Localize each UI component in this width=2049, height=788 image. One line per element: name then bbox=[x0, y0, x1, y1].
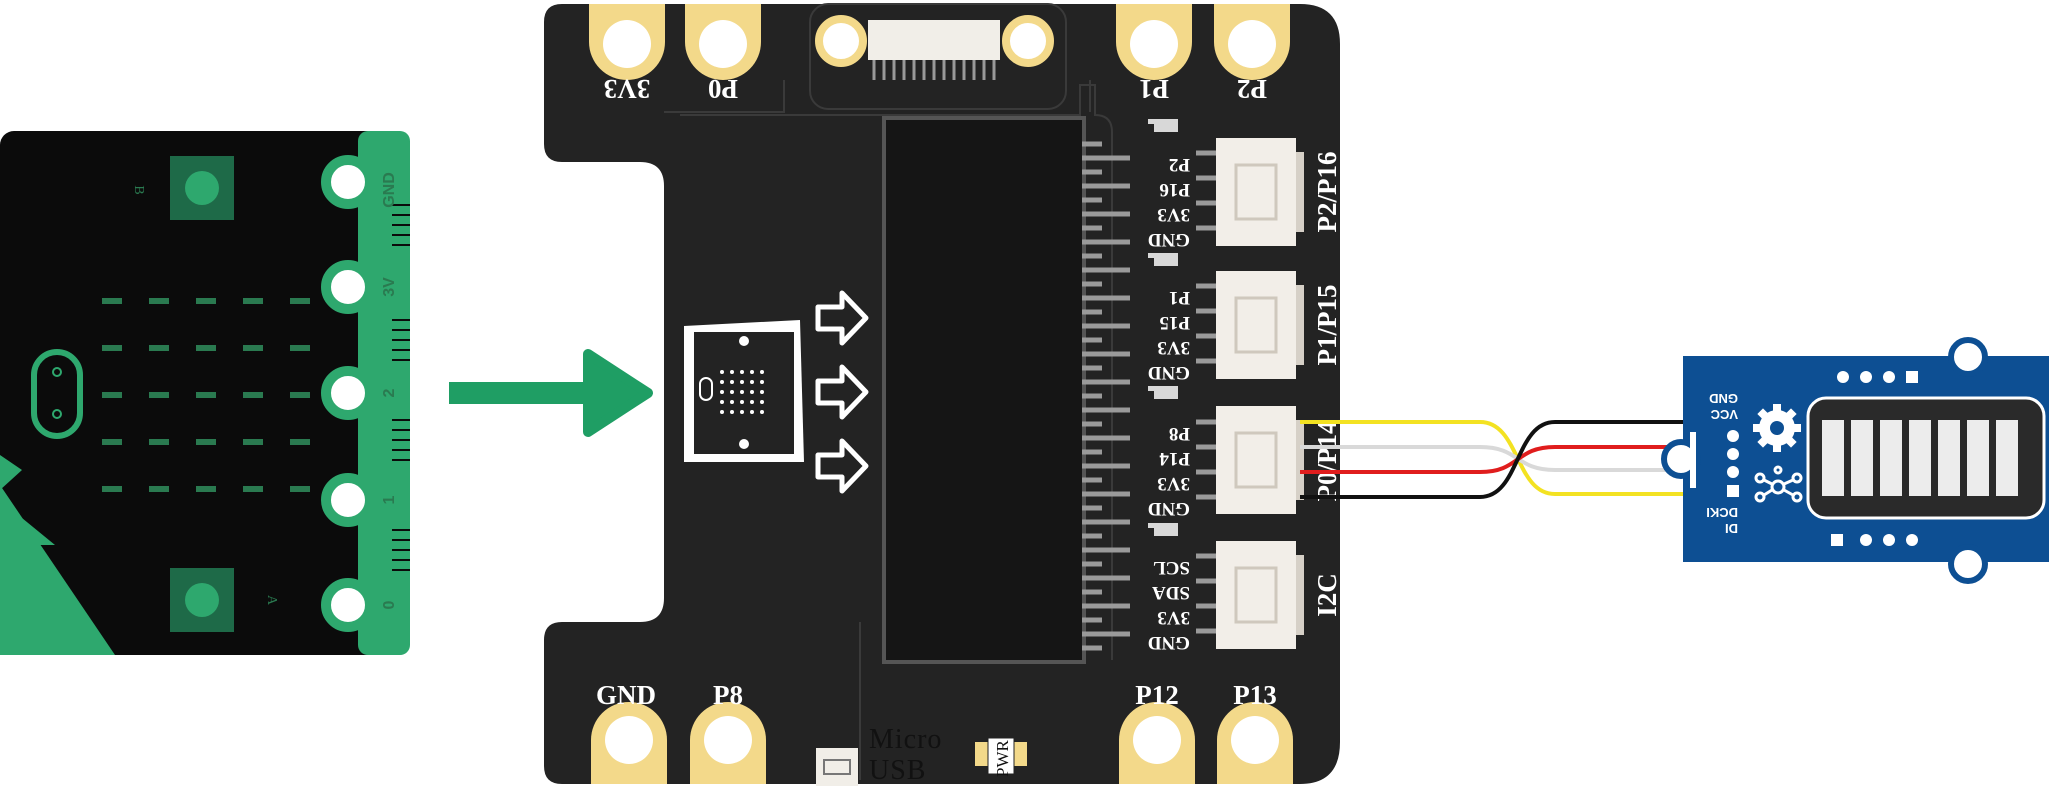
port-pin-label: GND bbox=[1148, 229, 1190, 250]
module-pin-label: VCC bbox=[1710, 407, 1738, 422]
port-pin-label: P16 bbox=[1159, 179, 1190, 200]
microbit-logo-dot bbox=[52, 367, 62, 377]
microbit-pin-label: 3V bbox=[381, 277, 398, 297]
port-pin-label: P14 bbox=[1159, 448, 1190, 469]
mount-hole bbox=[1661, 439, 1701, 479]
port-name-label: P0/P14 bbox=[1312, 421, 1342, 502]
top-header-hole bbox=[1002, 15, 1054, 67]
insert-arrow bbox=[449, 349, 653, 437]
port-pin-label: SCL bbox=[1153, 557, 1190, 578]
bottom-pin-label-gnd: GND bbox=[596, 680, 656, 710]
microbit-pin-label: GND bbox=[381, 172, 398, 208]
grove-port-p2-p16[interactable]: P2 P16 3V3 GND P2/P16 bbox=[1148, 119, 1342, 250]
microbit-corner-green bbox=[0, 455, 22, 490]
grove-logo-icon bbox=[1754, 465, 1803, 503]
button-a-label: A bbox=[264, 595, 279, 606]
wire-yellow bbox=[1300, 420, 1700, 496]
arrow-right-icon bbox=[815, 438, 869, 494]
microbit-ring-1 bbox=[321, 473, 375, 527]
mount-hole bbox=[1948, 544, 1988, 584]
port-pin-label: P2 bbox=[1169, 154, 1190, 175]
microbit-ring-2 bbox=[321, 366, 375, 420]
microbit-board: GND 3V 2 1 0 B A bbox=[0, 131, 410, 655]
grove-port-i2c[interactable]: SCL SDA 3V3 GND I2C bbox=[1148, 523, 1342, 653]
top-pin-label-p1: P1 bbox=[1139, 74, 1169, 104]
pwr-label: PWR bbox=[993, 740, 1012, 778]
button-b-label: B bbox=[131, 185, 146, 194]
top-pin-label-p2: P2 bbox=[1237, 74, 1267, 104]
grove-port-p0-p14[interactable]: P8 P14 3V3 GND P0/P14 bbox=[1148, 386, 1342, 519]
arrow-right-icon bbox=[815, 364, 869, 420]
port-pin-label: GND bbox=[1148, 362, 1190, 383]
mount-hole bbox=[1948, 337, 1988, 377]
module-pin-label: DCKI bbox=[1706, 505, 1738, 520]
microbit-corner-green bbox=[0, 500, 55, 545]
led-bar-segments bbox=[1822, 420, 2018, 496]
microbit-edge-strip bbox=[358, 131, 410, 655]
microbit-ring-gnd bbox=[321, 155, 375, 209]
port-pin-label: 3V3 bbox=[1157, 204, 1190, 225]
micro-usb-port[interactable] bbox=[816, 748, 858, 786]
port-pin-label: P15 bbox=[1159, 312, 1190, 333]
port-pin-label: P1 bbox=[1169, 287, 1190, 308]
microbit-ring-3v bbox=[321, 260, 375, 314]
top-header-hole bbox=[815, 15, 867, 67]
micro-usb-inner bbox=[823, 759, 851, 775]
grove-cable bbox=[1300, 420, 1700, 499]
arrow-shaft bbox=[449, 382, 589, 404]
microbit-pin-label: 0 bbox=[381, 600, 398, 609]
top-header-pins bbox=[872, 60, 996, 80]
microbit-insert-icon bbox=[684, 290, 869, 494]
port-pin-label: GND bbox=[1148, 632, 1190, 653]
arrow-right-icon bbox=[815, 290, 869, 346]
expansion-board: 3V3 P0 P1 P2 GND P8 P12 P13 Micro USB bbox=[544, 3, 1342, 786]
micro-usb-label: Micro bbox=[869, 724, 942, 755]
microbit-icon-screen bbox=[694, 332, 794, 454]
port-name-label: I2C bbox=[1312, 573, 1342, 617]
microbit-pin-label: 2 bbox=[381, 388, 398, 397]
board-panel-outline bbox=[664, 80, 1091, 780]
bottom-pin-label-p13: P13 bbox=[1233, 680, 1277, 710]
port-pin-label: 3V3 bbox=[1157, 337, 1190, 358]
board-panel-outline bbox=[680, 84, 1113, 660]
grove-connector-stub bbox=[1690, 432, 1696, 488]
port-name-label: P2/P16 bbox=[1312, 152, 1342, 233]
arrow-head bbox=[583, 349, 653, 437]
grove-port-p1-p15[interactable]: P1 P15 3V3 GND P1/P15 bbox=[1148, 253, 1342, 383]
bottom-pads: GND P8 P12 P13 bbox=[591, 680, 1293, 784]
microbit-edge-fingers bbox=[392, 204, 410, 571]
microbit-logo-dot bbox=[52, 409, 62, 419]
wire-black bbox=[1300, 420, 1700, 499]
button-b-cap bbox=[185, 171, 219, 205]
port-pin-label: P8 bbox=[1169, 423, 1190, 444]
port-pin-label: GND bbox=[1148, 498, 1190, 519]
port-pin-label: 3V3 bbox=[1157, 607, 1190, 628]
bottom-pin-label-p12: P12 bbox=[1135, 680, 1179, 710]
module-pin-label: DI bbox=[1725, 521, 1738, 536]
port-pin-label: 3V3 bbox=[1157, 473, 1190, 494]
microbit-ring-0 bbox=[321, 578, 375, 632]
top-pin-label-p0: P0 bbox=[708, 74, 738, 104]
edge-connector-fingers[interactable] bbox=[1082, 141, 1130, 651]
microbit-pin-label: 1 bbox=[381, 495, 398, 504]
led-matrix bbox=[102, 298, 310, 492]
port-name-label: P1/P15 bbox=[1312, 285, 1342, 366]
top-header-socket bbox=[868, 20, 1000, 60]
button-a-cap bbox=[185, 583, 219, 617]
micro-usb-label: USB bbox=[869, 755, 926, 786]
pwr-led-body bbox=[987, 737, 1015, 775]
bottom-pin-label-p8: P8 bbox=[713, 680, 743, 710]
microbit-edge-rings bbox=[321, 155, 375, 632]
edge-connector-slot bbox=[882, 116, 1086, 664]
port-pin-label: SDA bbox=[1152, 582, 1190, 603]
top-pin-label-3v3: 3V3 bbox=[604, 74, 651, 104]
microbit-logo bbox=[31, 349, 83, 439]
wire-white bbox=[1300, 445, 1700, 472]
module-pin-label: GND bbox=[1709, 391, 1738, 406]
top-pads: 3V3 P0 P1 P2 bbox=[589, 4, 1290, 104]
seeed-gear-icon bbox=[1753, 404, 1801, 452]
grove-led-bar-module: GND VCC DI DCKI bbox=[1661, 337, 2049, 584]
